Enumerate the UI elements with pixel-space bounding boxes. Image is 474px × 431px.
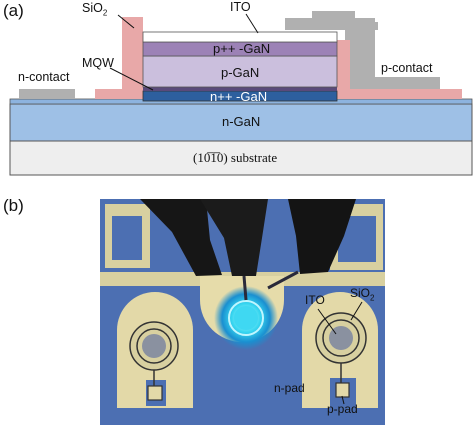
photo-p-pad-label: p-pad xyxy=(327,402,358,416)
probe-tip-middle xyxy=(242,275,248,301)
left-device-core xyxy=(142,334,166,358)
sio2-label: SiO2 xyxy=(82,1,108,18)
left-device-p-pad xyxy=(147,385,163,401)
substrate-label: (10̅1̅0) substrate xyxy=(193,150,278,165)
n-gan-layer xyxy=(9,103,473,142)
photo-n-pad-label: n-pad xyxy=(274,381,305,395)
p-contact-ledge xyxy=(362,48,375,89)
mqw-label: MQW xyxy=(82,56,114,70)
p-pp-gan-label: p++ -GaN xyxy=(213,41,271,56)
ito-label: ITO xyxy=(230,0,251,14)
panel-b-caption: (b) xyxy=(3,196,24,215)
probe-needle-left xyxy=(140,199,222,276)
sio2-left xyxy=(95,17,157,99)
photo-sio2-label: SiO2 xyxy=(350,286,375,303)
photo-sio2-leader xyxy=(350,301,363,321)
metal-trace-top-left-inner xyxy=(112,216,142,260)
n-pp-gan-label: n++ -GaN xyxy=(210,89,268,104)
ito-leader xyxy=(245,13,259,34)
substrate-layer xyxy=(9,140,473,176)
p-contact-base xyxy=(375,77,440,89)
panel-a-caption: (a) xyxy=(3,1,24,20)
p-contact-pad xyxy=(285,11,375,89)
center-led-core xyxy=(234,306,258,330)
p-contact-top xyxy=(359,22,378,30)
mqw-leader xyxy=(109,67,154,91)
right-device-p-pad xyxy=(335,382,350,398)
n-contact-label: n-contact xyxy=(18,70,70,84)
center-led-ring xyxy=(228,300,264,336)
n-contact-pad xyxy=(19,89,75,99)
photo-ppad-leader xyxy=(341,395,345,405)
probe-needle-middle xyxy=(200,199,268,276)
sio2-leader xyxy=(117,14,135,29)
mqw-layer xyxy=(143,87,337,91)
photo-ito-leader xyxy=(317,308,337,335)
probe-tip-right xyxy=(267,270,299,290)
p-contact-label: p-contact xyxy=(381,61,433,75)
p-gan-label: p-GaN xyxy=(221,65,260,80)
photo-ito-label: ITO xyxy=(305,293,325,307)
probe-needle-right xyxy=(288,199,356,274)
n-gan-label: n-GaN xyxy=(222,114,261,129)
ito-layer xyxy=(142,31,338,43)
